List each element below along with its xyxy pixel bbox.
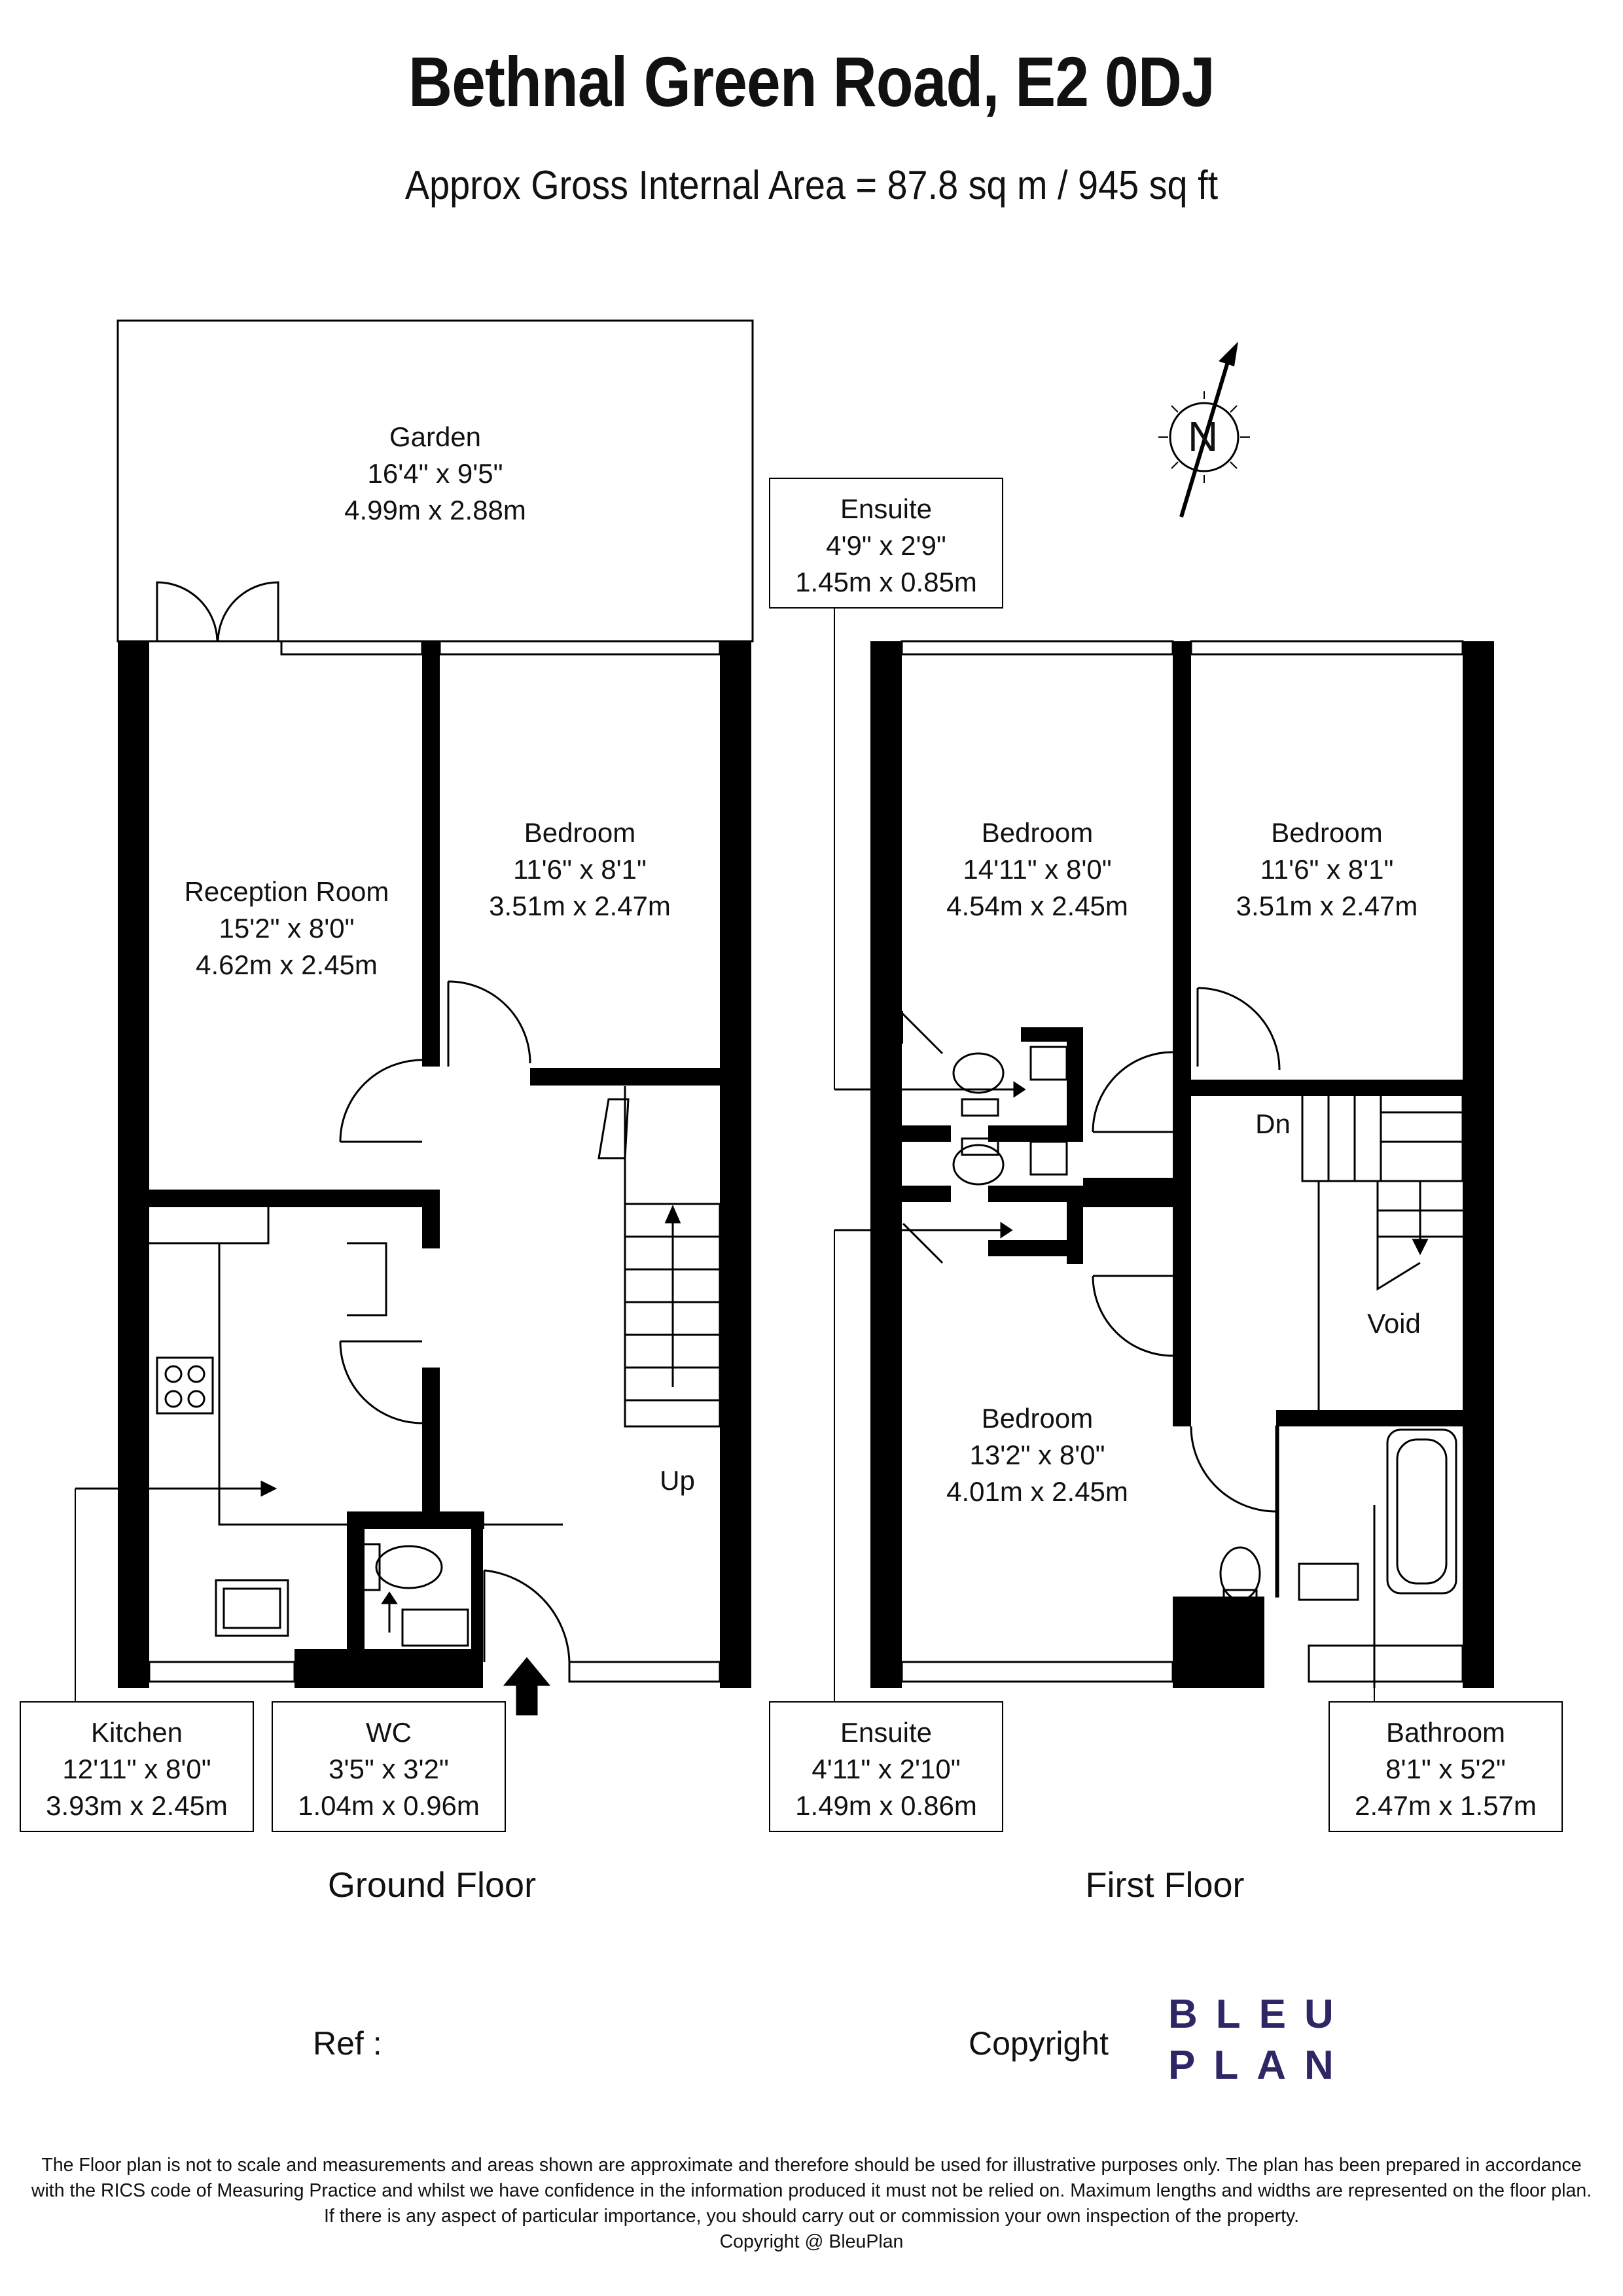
room-size-imperial: 15'2" x 8'0" <box>219 913 355 944</box>
page-title: Bethnal Green Road, E2 0DJ <box>408 42 1215 121</box>
room-size-imperial: 12'11" x 8'0" <box>62 1754 211 1784</box>
label-box-bathroom: Bathroom 8'1" x 5'2" 2.47m x 1.57m <box>1329 1701 1563 1832</box>
first-floor-windows <box>901 640 1464 1683</box>
room-name: Bedroom <box>524 817 636 848</box>
first-floor-fittings <box>834 987 1464 1688</box>
label-box-wc: WC 3'5" x 3'2" 1.04m x 0.96m <box>272 1701 506 1832</box>
ground-floor-label: Ground Floor <box>327 1865 537 1905</box>
disclaimer-line-3: If there is any aspect of particular imp… <box>323 2206 1300 2227</box>
first-floor-walls <box>870 641 1494 1688</box>
room-size-imperial: 4'9" x 2'9" <box>826 530 946 561</box>
room-name: Bathroom <box>1385 1717 1506 1748</box>
compass-north-label: N <box>1188 413 1219 460</box>
room-size-imperial: 11'6" x 8'1" <box>513 854 647 885</box>
first-floor-label: First Floor <box>1085 1865 1245 1905</box>
gross-area: Approx Gross Internal Area = 87.8 sq m /… <box>404 163 1219 208</box>
compass <box>1158 342 1250 518</box>
room-size-imperial: 8'1" x 5'2" <box>1385 1754 1506 1784</box>
ground-floor-walls <box>116 319 754 1688</box>
room-size-metric: 4.99m x 2.88m <box>344 495 526 525</box>
room-bedroom-lower: Bedroom 13'2" x 8'0" 4.01m x 2.45m <box>902 1400 1173 1510</box>
ground-floor-fittings <box>75 581 721 1716</box>
logo-line-2: PLAN <box>1168 2043 1352 2088</box>
room-size-metric: 1.04m x 0.96m <box>298 1790 480 1821</box>
room-garden: Garden 16'4" x 9'5" 4.99m x 2.88m <box>281 419 589 529</box>
room-size-metric: 2.47m x 1.57m <box>1355 1790 1537 1821</box>
label-box-ensuite-bottom: Ensuite 4'11" x 2'10" 1.49m x 0.86m <box>769 1701 1003 1832</box>
stairs-down-label: Dn <box>1255 1108 1291 1139</box>
room-name: Bedroom <box>981 1403 1094 1434</box>
label-box-ensuite-top: Ensuite 4'9" x 2'9" 1.45m x 0.85m <box>769 478 1003 609</box>
logo-line-1: BLEU <box>1168 1992 1352 2037</box>
room-name: Ensuite <box>840 493 933 524</box>
room-name: Reception Room <box>184 876 389 907</box>
room-size-metric: 4.01m x 2.45m <box>946 1476 1128 1507</box>
ground-floor-windows <box>148 640 721 1683</box>
room-size-imperial: 11'6" x 8'1" <box>1260 854 1394 885</box>
room-size-imperial: 14'11" x 8'0" <box>963 854 1112 885</box>
ref-label: Ref : <box>313 2025 382 2062</box>
room-name: Bedroom <box>1271 817 1383 848</box>
room-size-metric: 3.51m x 2.47m <box>1236 891 1418 921</box>
room-size-metric: 3.51m x 2.47m <box>489 891 671 921</box>
disclaimer: The Floor plan is not to scale and measu… <box>13 2153 1610 2255</box>
copyright-label: Copyright <box>969 2025 1109 2062</box>
room-reception: Reception Room 15'2" x 8'0" 4.62m x 2.45… <box>149 874 424 983</box>
room-bedroom-ground: Bedroom 11'6" x 8'1" 3.51m x 2.47m <box>440 815 720 925</box>
room-bedroom-left: Bedroom 14'11" x 8'0" 4.54m x 2.45m <box>902 815 1173 925</box>
room-size-imperial: 4'11" x 2'10" <box>812 1754 961 1784</box>
room-size-metric: 1.45m x 0.85m <box>795 567 977 597</box>
room-bedroom-right: Bedroom 11'6" x 8'1" 3.51m x 2.47m <box>1191 815 1463 925</box>
room-name: Garden <box>389 421 482 452</box>
room-size-metric: 4.62m x 2.45m <box>196 949 378 980</box>
label-box-kitchen: Kitchen 12'11" x 8'0" 3.93m x 2.45m <box>20 1701 254 1832</box>
room-size-imperial: 16'4" x 9'5" <box>367 458 503 489</box>
disclaimer-line-2: with the RICS code of Measuring Practice… <box>31 2180 1592 2201</box>
room-size-metric: 4.54m x 2.45m <box>946 891 1128 921</box>
bleuplan-logo: BLEU PLAN <box>1168 1989 1352 2091</box>
disclaimer-line-1: The Floor plan is not to scale and measu… <box>41 2155 1582 2176</box>
disclaimer-line-4: Copyright @ BleuPlan <box>719 2231 904 2252</box>
room-name: Kitchen <box>90 1717 183 1748</box>
room-size-imperial: 3'5" x 3'2" <box>329 1754 449 1784</box>
room-name: Bedroom <box>981 817 1094 848</box>
room-size-imperial: 13'2" x 8'0" <box>969 1439 1105 1470</box>
stairs-up-label: Up <box>660 1465 695 1496</box>
room-name: WC <box>366 1717 412 1748</box>
label-leaders <box>75 609 1375 1701</box>
room-size-metric: 1.49m x 0.86m <box>795 1790 977 1821</box>
room-name: Ensuite <box>840 1717 933 1748</box>
room-size-metric: 3.93m x 2.45m <box>46 1790 228 1821</box>
void-label: Void <box>1367 1308 1421 1339</box>
